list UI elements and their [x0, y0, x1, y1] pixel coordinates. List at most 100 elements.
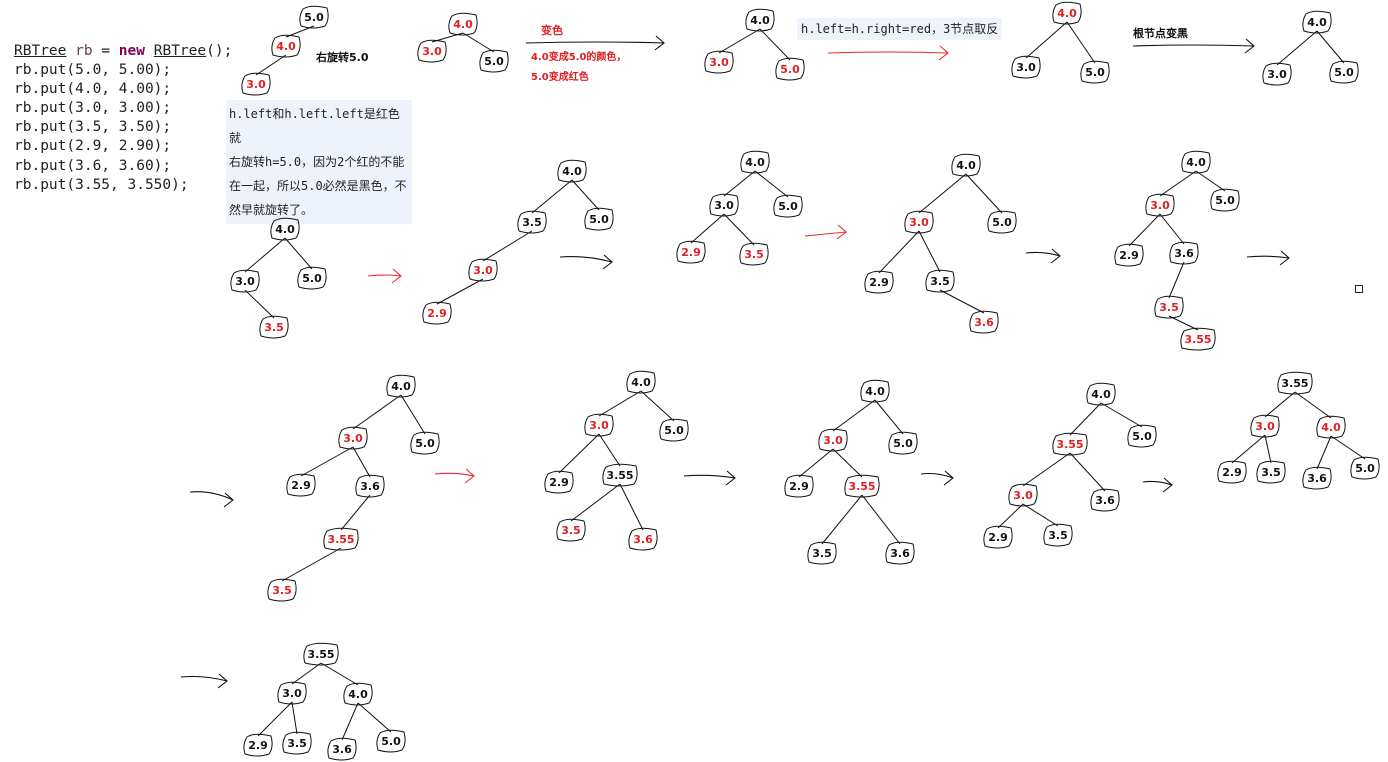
note-line: h.left和h.left.left是红色就	[229, 107, 400, 145]
tree-node-outline	[584, 207, 614, 231]
tree-edge	[1294, 391, 1332, 419]
tree-node-outline	[1350, 456, 1380, 480]
tree-edge	[1159, 170, 1197, 197]
tree-node-outline	[1181, 150, 1211, 174]
tree-node-outline	[969, 310, 999, 334]
tree-node-outline	[277, 681, 307, 705]
tree-node-outline	[376, 729, 406, 753]
transition-arrow	[559, 256, 613, 263]
transition-arrow	[180, 675, 228, 682]
code-constructor: RBTree	[153, 43, 207, 59]
tree-node-key: 3.55	[1184, 333, 1211, 346]
tree-node-outline	[422, 301, 452, 325]
tree-node-outline	[556, 518, 586, 542]
tree-node-outline	[338, 426, 368, 450]
tree-node-outline	[267, 578, 297, 602]
tree-edge	[244, 237, 286, 273]
tree-node-outline	[1302, 10, 1332, 34]
code-assign: =	[92, 43, 119, 59]
tree-node-outline	[270, 217, 300, 241]
tree-edge	[798, 448, 834, 478]
tree-node-key: 4.0	[1091, 388, 1111, 401]
tree-edge	[874, 399, 904, 435]
tree-node-outline	[626, 370, 656, 394]
arrow-head	[938, 45, 949, 61]
tree-edge	[244, 289, 275, 319]
tree-node-key: 5.0	[381, 735, 401, 748]
tree-edge	[821, 494, 863, 545]
tree-node-outline	[775, 57, 805, 81]
tree-edge	[997, 503, 1024, 529]
tree-node-key: 3.5	[1159, 301, 1179, 314]
tree-node-key: 3.5	[264, 321, 284, 334]
tree-node-key: 5.0	[893, 437, 913, 450]
tree-node-key: 5.0	[302, 272, 322, 285]
code-line: rb.put(5.0, 5.00);	[14, 62, 172, 79]
tree-node-outline	[925, 269, 955, 293]
transition-arrow	[1132, 44, 1255, 47]
tree-node-outline	[885, 541, 915, 565]
tree-node-outline	[1180, 327, 1216, 351]
transition-arrow	[804, 231, 847, 237]
tree-node-key: 4.0	[750, 14, 770, 27]
tree-node-key: 2.9	[1119, 249, 1139, 262]
tree-edge	[1264, 434, 1272, 464]
tree-edge	[436, 278, 484, 305]
tree-node-key: 4.0	[956, 159, 976, 172]
tree-node-outline	[745, 8, 775, 32]
tree-node-outline	[773, 194, 803, 218]
tree-edge	[1195, 170, 1226, 192]
tree-node-key: 3.0	[823, 434, 843, 447]
tree-edge	[1100, 402, 1143, 428]
code-variable: rb	[75, 43, 93, 59]
arrow-head	[391, 268, 402, 284]
tree-node-key: 3.0	[1016, 61, 1036, 74]
tree-edge	[918, 173, 967, 214]
tree-node-outline	[1052, 432, 1088, 456]
tree-edge	[640, 390, 675, 422]
tree-node-key: 4.0	[391, 380, 411, 393]
tree-node-key: 5.0	[1215, 194, 1235, 207]
tree-node-key: 5.0	[415, 437, 435, 450]
tree-node-key: 3.0	[343, 432, 363, 445]
tree-node-key: 3.0	[589, 419, 609, 432]
code-snippet: RBTree rb = new RBTree(); rb.put(5.0, 5.…	[14, 42, 232, 195]
tree-node-key: 3.5	[744, 248, 764, 261]
tree-node-outline	[1145, 193, 1175, 217]
tree-node-outline	[1043, 523, 1073, 547]
transition-arrow	[920, 472, 954, 479]
code-line: rb.put(2.9, 2.90);	[14, 138, 172, 155]
recolor-title: 变色	[541, 23, 563, 37]
tree-node-outline	[740, 150, 770, 174]
tree-node-key: 3.6	[1174, 247, 1194, 260]
tree-node-key: 3.0	[1267, 68, 1287, 81]
tree-node-key: 4.0	[745, 156, 765, 169]
tree-edge	[1168, 261, 1185, 299]
tree-node-outline	[1011, 55, 1041, 79]
tree-node-outline	[987, 210, 1017, 234]
tree-node-outline	[704, 50, 734, 74]
tree-node-outline	[1008, 483, 1038, 507]
tree-node-outline	[676, 240, 706, 264]
code-line: rb.put(4.0, 4.00);	[14, 81, 172, 98]
tree-node-outline	[448, 12, 478, 36]
tree-node-key: 2.9	[869, 276, 889, 289]
tree-edge	[723, 213, 755, 246]
tree-node-outline	[1080, 60, 1110, 84]
tree-node-outline	[844, 474, 880, 498]
tree-node-key: 5.0	[664, 424, 684, 437]
tree-node-key: 2.9	[988, 531, 1008, 544]
tree-edge	[1128, 213, 1161, 247]
tree-node-key: 3.55	[848, 480, 875, 493]
tree-node-key: 3.6	[1095, 494, 1115, 507]
tree-node-key: 3.0	[1013, 489, 1033, 502]
tree-node-key: 5.0	[1132, 430, 1152, 443]
tree-edge	[482, 230, 533, 262]
tree-node-outline	[709, 193, 739, 217]
tree-node-outline	[864, 270, 894, 294]
arrow-head	[654, 35, 665, 51]
arrow-head	[223, 492, 234, 508]
tree-node-key: 3.0	[422, 45, 442, 58]
transition-arrow	[367, 274, 402, 277]
tree-node-outline	[860, 379, 890, 403]
